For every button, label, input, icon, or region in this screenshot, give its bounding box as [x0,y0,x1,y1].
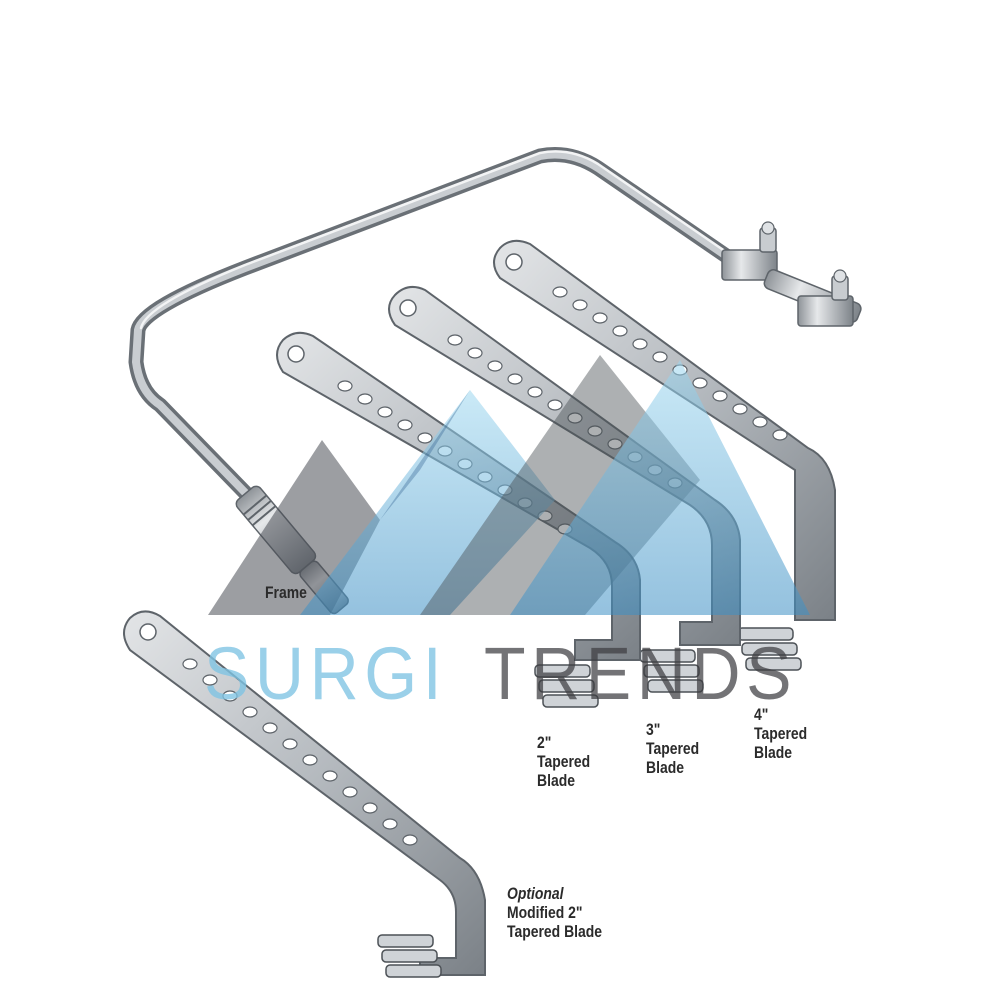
label-blade-2: 2" Tapered Blade [537,733,590,790]
blade-4-inch [493,239,836,671]
label-blade-4-word: Blade [754,743,792,762]
label-blade-3-word: Blade [646,758,684,777]
label-blade-3: 3" Tapered Blade [646,720,699,777]
label-blade-4-type: Tapered [754,724,808,743]
frame-clamp [721,221,862,327]
label-blade-3-size: 3" [646,720,661,739]
watermark-logo-shapes [208,355,810,615]
label-frame: Frame [265,583,307,602]
watermark-trends: TRENDS [484,632,798,715]
label-blade-2-size: 2" [537,733,552,752]
watermark-surgi: SURGI [204,632,448,715]
label-blade-3-type: Tapered [646,739,700,758]
label-optional-type: Tapered Blade [507,922,603,941]
label-optional-title: Optional [507,884,564,903]
label-blade-2-type: Tapered [537,752,591,771]
label-optional-blade: Optional Modified 2" Tapered Blade [507,884,602,941]
label-blade-4: 4" Tapered Blade [754,705,807,762]
blade-optional-modified [123,610,486,978]
label-optional-size: Modified 2" [507,903,583,922]
blade-2-teeth [534,664,599,708]
blade-optional-teeth [377,934,442,978]
blade-4-teeth [737,627,802,671]
label-frame-text: Frame [265,583,307,602]
label-blade-2-word: Blade [537,771,575,790]
blade-2-inch [276,331,641,708]
label-blade-4-size: 4" [754,705,769,724]
